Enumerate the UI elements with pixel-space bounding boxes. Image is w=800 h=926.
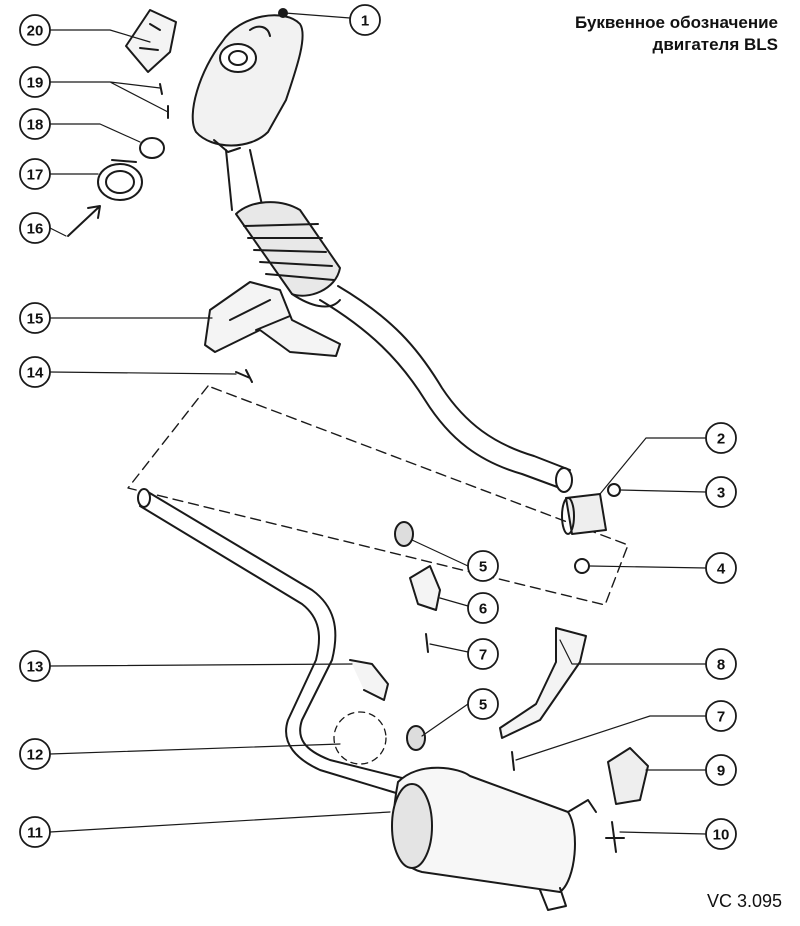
callout-14: 14	[27, 365, 44, 382]
callout-4: 4	[717, 561, 726, 578]
gasket-18	[139, 137, 165, 159]
callout-5-lower: 5	[479, 697, 487, 714]
callout-6: 6	[479, 601, 487, 618]
clamp-17	[97, 159, 143, 201]
callout-10: 10	[713, 827, 730, 844]
nut-4	[574, 558, 590, 574]
callout-16: 16	[27, 221, 44, 238]
callout-18: 18	[27, 117, 44, 134]
rubber-mount-5-lower	[406, 725, 426, 751]
catalytic-converter	[191, 8, 304, 153]
dashed-assembly-frame	[127, 385, 629, 606]
callout-13: 13	[27, 659, 44, 676]
caption-line-1: Буквенное обозначение	[574, 13, 778, 32]
bracket-8	[499, 627, 587, 739]
callout-17: 17	[27, 167, 44, 184]
rear-muffler-11	[391, 766, 597, 911]
callout-2: 2	[717, 431, 725, 448]
bolt-7-lower	[511, 751, 515, 771]
pipe-clamp-2	[561, 493, 607, 535]
callout-12: 12	[27, 747, 44, 764]
callout-20: 20	[27, 23, 44, 40]
callout-8: 8	[717, 657, 725, 674]
caption-line-2: двигателя BLS	[652, 35, 778, 54]
engine-code-caption: Буквенное обозначение двигателя BLS	[575, 12, 778, 56]
clamp-9	[607, 747, 649, 805]
rubber-mount-5-upper	[394, 521, 414, 547]
callout-circles	[19, 4, 737, 850]
callout-15: 15	[27, 311, 44, 328]
callout-3: 3	[717, 485, 725, 502]
nut-3	[607, 483, 621, 497]
bracket-15	[204, 281, 341, 357]
callout-7-lower: 7	[717, 709, 725, 726]
bolt-7-upper	[425, 633, 429, 653]
callout-9: 9	[717, 763, 725, 780]
callout-5: 5	[479, 559, 487, 576]
callout-7: 7	[479, 647, 487, 664]
screw-19a	[159, 83, 163, 95]
hanger-13	[349, 659, 389, 701]
flex-pipe	[225, 149, 341, 308]
intermediate-pipe	[137, 488, 411, 797]
arrow-16	[67, 205, 101, 237]
drawing-code: VC 3.095	[706, 891, 782, 911]
bracket-20	[125, 9, 177, 73]
callout-11: 11	[27, 825, 43, 842]
leader-16	[49, 227, 67, 237]
hanger-6	[409, 565, 441, 611]
detail-circle-12	[333, 711, 387, 765]
front-pipe	[319, 285, 573, 493]
callout-19: 19	[27, 75, 44, 92]
leader-lines	[49, 12, 707, 835]
callout-1: 1	[361, 13, 369, 30]
bolt-10	[605, 821, 625, 853]
bolt-14	[235, 369, 253, 383]
